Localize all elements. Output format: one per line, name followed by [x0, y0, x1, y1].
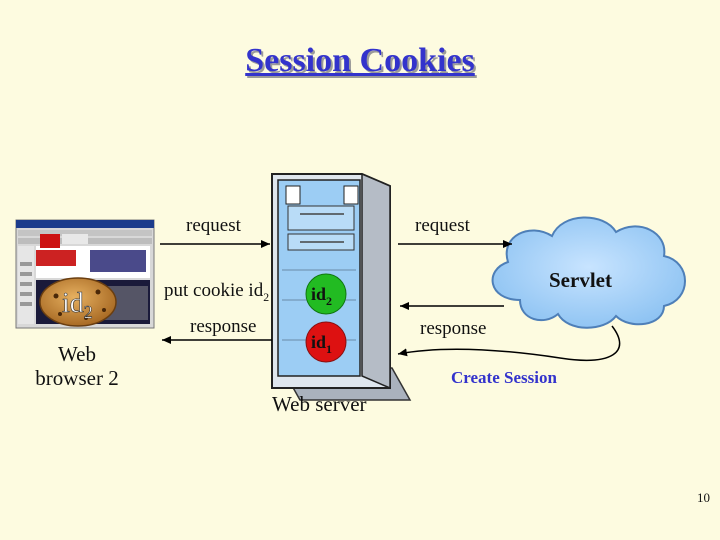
slide-title: Session Cookies: [245, 42, 475, 79]
web-browser-label: Web browser 2: [30, 342, 124, 390]
session-id1-text: id: [311, 332, 326, 352]
session-id2-text: id: [311, 284, 326, 304]
svg-text:id1: id1: [311, 332, 332, 356]
create-session-label: Create Session: [451, 368, 557, 387]
web-server-label: Web server: [272, 392, 367, 416]
web-browser-label-line1: Web: [58, 342, 96, 366]
cookie-icon: id2: [39, 277, 117, 327]
svg-text:id2: id2: [62, 288, 93, 322]
response-left-label: response: [190, 316, 257, 337]
put-cookie-sub: 2: [263, 290, 270, 304]
request-left-label: request: [186, 215, 241, 236]
put-cookie-label: put cookie id2: [164, 280, 269, 305]
arrows: [160, 240, 621, 361]
cookie-id-text: id: [62, 288, 84, 319]
request-right-label: request: [415, 215, 470, 236]
put-cookie-text: put cookie id: [164, 280, 264, 301]
server-session-id1: id1: [305, 321, 347, 363]
server-session-id2: id2: [305, 273, 347, 315]
session-id1-sub: 1: [326, 342, 332, 356]
servlet-label: Servlet: [549, 268, 612, 292]
web-browser-label-line2: browser 2: [35, 366, 119, 390]
create-session-arrow: [397, 325, 621, 361]
session-id2-sub: 2: [326, 294, 332, 308]
cookie-id-sub: 2: [84, 302, 93, 322]
response-right-label: response: [420, 318, 487, 339]
svg-text:id2: id2: [311, 284, 332, 308]
page-number: 10: [697, 490, 710, 505]
